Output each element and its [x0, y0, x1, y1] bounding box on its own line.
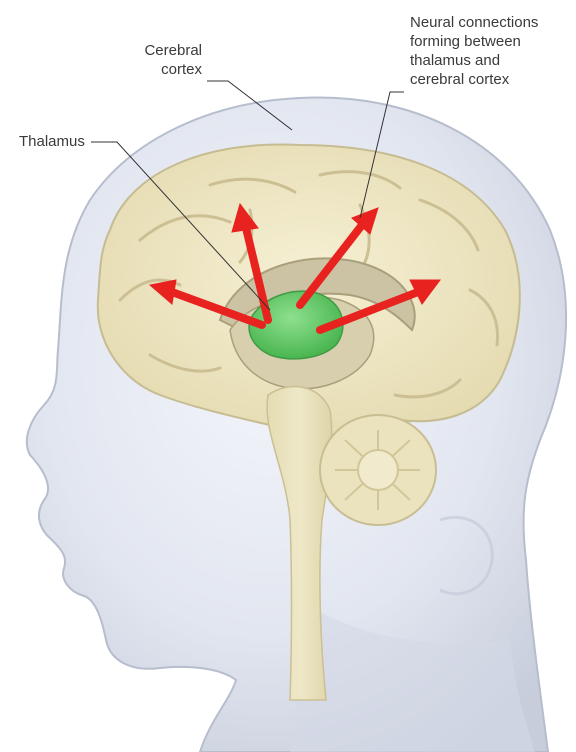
- neural-connections-label-line-1: Neural connections: [410, 13, 538, 32]
- neural-connections-label-line-4: cerebral cortex: [410, 70, 538, 89]
- cerebellum: [320, 415, 436, 525]
- neural-connections-label-line-2: forming between: [410, 32, 538, 51]
- cerebral-cortex-label-line-2: cortex: [92, 60, 202, 79]
- neural-connections-label-line-3: thalamus and: [410, 51, 538, 70]
- cerebral-cortex-label: Cerebral cortex: [92, 41, 202, 79]
- thalamus-label: Thalamus: [19, 132, 85, 151]
- neural-connections-label: Neural connections forming between thala…: [410, 13, 538, 89]
- cerebral-cortex-label-line-1: Cerebral: [92, 41, 202, 60]
